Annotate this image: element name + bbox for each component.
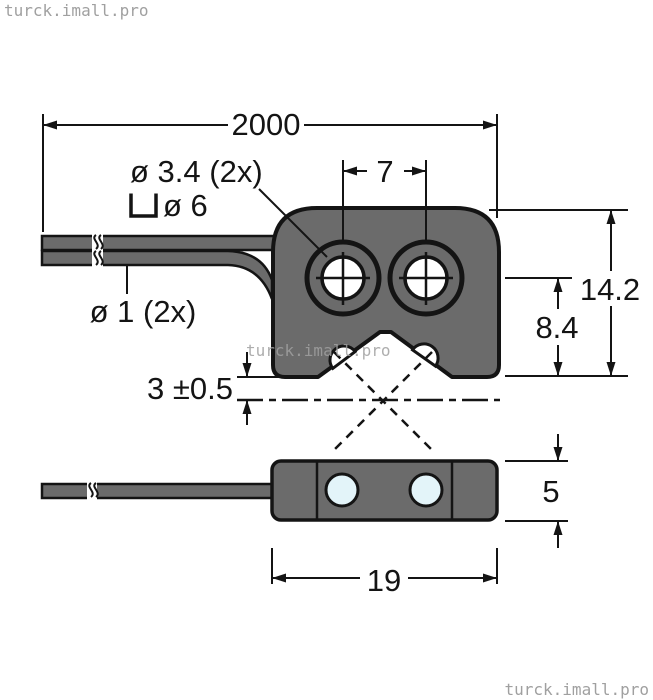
- label-hole-diameter: ø 3.4 (2x): [130, 154, 263, 189]
- watermark-center: turck.imall.pro: [246, 341, 391, 360]
- arrowhead-left-icon: [43, 120, 57, 130]
- cable-break-gap: [92, 232, 103, 269]
- arrowhead-down-icon: [553, 447, 563, 461]
- dim-cable-length: 2000: [42, 107, 498, 232]
- label-cable-diameter: ø 1 (2x): [90, 294, 197, 329]
- fiber-cable-lower: [40, 249, 274, 300]
- arrowhead-left-icon: [343, 166, 357, 176]
- label-counterbore-diameter: ø 6: [163, 188, 208, 223]
- crosshair-right-icon: [399, 252, 453, 305]
- side-view: 19 5: [40, 434, 568, 598]
- dim-body-thickness: 5: [505, 434, 568, 548]
- arrowhead-up-icon: [242, 400, 252, 414]
- dim-sensing-distance-value: 3 ±0.5: [147, 371, 233, 406]
- sensor-body-side-view: [270, 459, 499, 522]
- leader-line: [258, 188, 328, 258]
- arrowhead-up-icon: [606, 210, 616, 224]
- lens-opening-right: [410, 342, 440, 369]
- dim-hole-spacing: 7: [342, 154, 427, 244]
- dim-total-height: 14.2: [489, 209, 640, 377]
- watermark-top-left: turck.imall.pro: [4, 1, 149, 20]
- dim-center-height-value: 8.4: [535, 310, 578, 345]
- top-view: 2000 7 14.2 8.4 ø 3.4 (2x): [40, 107, 640, 451]
- dim-sensing-distance: 3 ±0.5: [147, 352, 295, 425]
- dim-total-height-value: 14.2: [580, 272, 640, 307]
- cable-break-icon: [93, 234, 99, 266]
- fiber-cable-upper: [40, 234, 276, 252]
- lens-opening-left: [328, 344, 358, 371]
- crosshair-left-icon: [316, 252, 370, 305]
- cable-break-icon: [93, 482, 99, 498]
- dim-body-thickness-value: 5: [542, 474, 559, 509]
- lens-port-left: [324, 472, 360, 508]
- arrowhead-up-icon: [553, 278, 563, 292]
- arrowhead-down-icon: [242, 363, 252, 377]
- lens-port-right: [408, 472, 444, 508]
- dim-body-width: 19: [271, 548, 498, 598]
- dim-cable-length-value: 2000: [232, 107, 301, 142]
- arrowhead-right-icon: [483, 573, 497, 583]
- dim-body-width-value: 19: [367, 563, 401, 598]
- arrowhead-right-icon: [483, 120, 497, 130]
- arrowhead-down-icon: [553, 362, 563, 376]
- watermark-bottom-right: turck.imall.pro: [505, 680, 650, 699]
- label-cable-spec: ø 1 (2x): [90, 266, 197, 329]
- arrowhead-left-icon: [272, 573, 286, 583]
- label-hole-spec: ø 3.4 (2x) ø 6: [129, 154, 328, 258]
- body-section-lines: [315, 462, 454, 519]
- fiber-cable-side: [40, 482, 274, 500]
- cable-break-icon: [98, 234, 104, 266]
- dim-center-height: 8.4: [505, 277, 579, 376]
- arrowhead-right-icon: [412, 166, 426, 176]
- counterbore-icon: [129, 193, 158, 218]
- dim-hole-spacing-value: 7: [376, 154, 393, 189]
- cable-break-icon: [88, 482, 94, 498]
- arrowhead-up-icon: [553, 521, 563, 535]
- arrowhead-down-icon: [606, 362, 616, 376]
